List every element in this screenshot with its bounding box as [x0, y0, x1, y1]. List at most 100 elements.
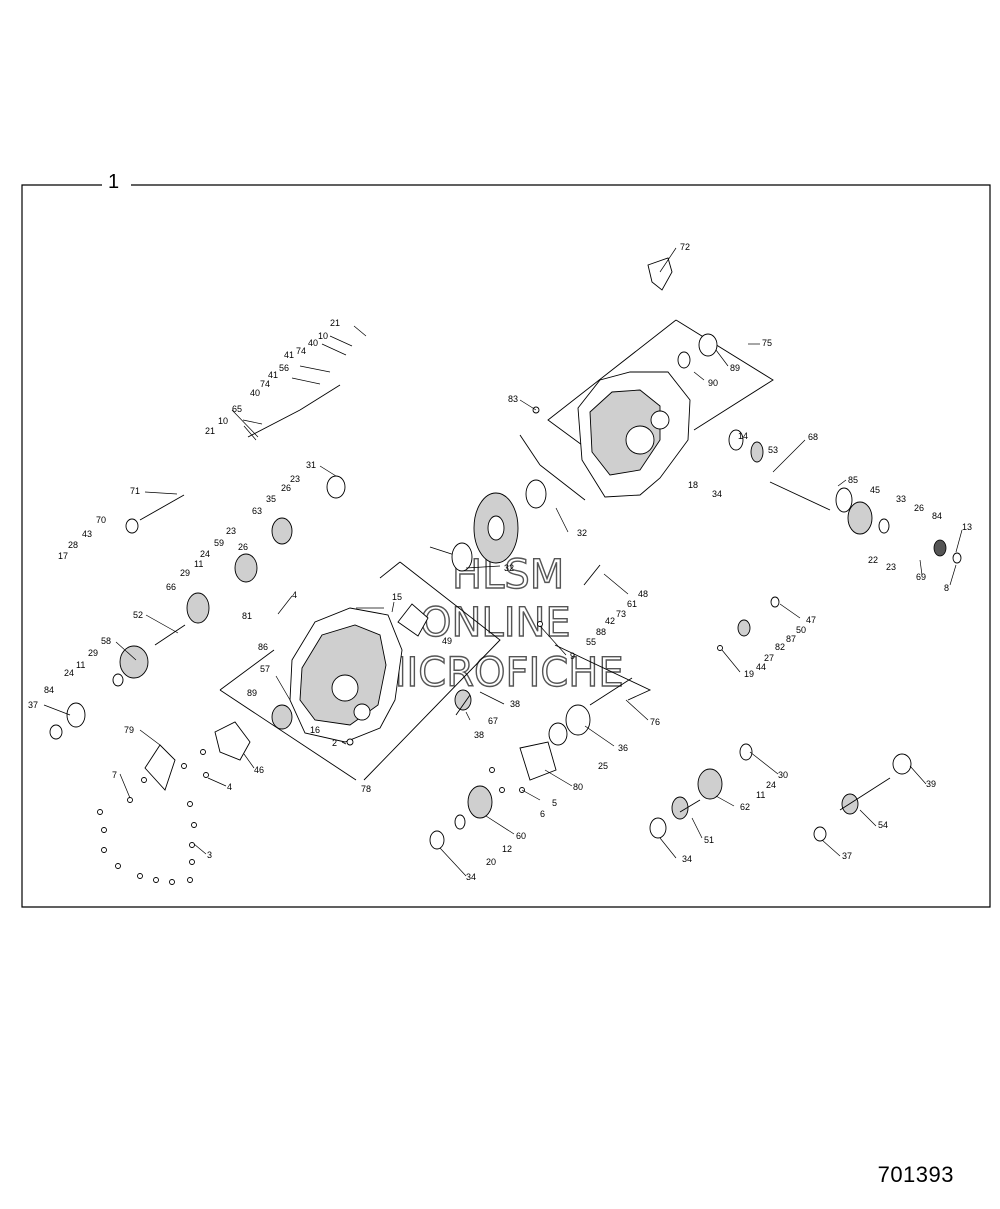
callout: 2	[332, 738, 337, 748]
callout: 5	[552, 798, 557, 808]
callout: 10	[218, 416, 228, 426]
callout: 71	[130, 486, 140, 496]
callout: 66	[166, 582, 176, 592]
callout: 20	[486, 857, 496, 867]
callout: 26	[914, 503, 924, 513]
callout: 38	[510, 699, 520, 709]
callout: 24	[766, 780, 776, 790]
callout-numbers: 21 10 40 74 41 56 41 74 40 65 10 21 72 7…	[28, 242, 972, 882]
callout: 75	[762, 338, 772, 348]
watermark-line-2: ONLINE	[420, 600, 571, 646]
callout: 84	[44, 685, 54, 695]
cover-46	[214, 721, 251, 761]
callout: 22	[868, 555, 878, 565]
callout: 27	[764, 653, 774, 663]
callout: 69	[916, 572, 926, 582]
callout: 4	[227, 782, 232, 792]
callout: 3	[207, 850, 212, 860]
callout: 63	[252, 506, 262, 516]
callout: 35	[266, 494, 276, 504]
callout: 86	[258, 642, 268, 652]
watermark-line-3: MICROFICHE	[372, 650, 624, 696]
callout: 87	[786, 634, 796, 644]
callout: 34	[466, 872, 476, 882]
callout: 19	[744, 669, 754, 679]
callout: 32	[577, 528, 587, 538]
callout: 53	[768, 445, 778, 455]
callout: 11	[756, 790, 765, 800]
callout: 73	[616, 609, 626, 619]
callout: 74	[260, 379, 270, 389]
frame-label: 1	[108, 171, 120, 193]
bracket-79	[144, 744, 176, 791]
gasket-15	[397, 603, 429, 637]
callout: 4	[292, 590, 297, 600]
callout: 28	[68, 540, 78, 550]
callout: 67	[488, 716, 498, 726]
callout: 51	[704, 835, 714, 845]
callout: 15	[392, 592, 402, 602]
callout: 33	[896, 494, 906, 504]
callout: 79	[124, 725, 134, 735]
callout: 8	[944, 583, 949, 593]
callout: 43	[82, 529, 92, 539]
plate-80	[519, 741, 557, 781]
callout: 7	[112, 770, 117, 780]
callout: 10	[318, 331, 328, 341]
callout: 89	[247, 688, 257, 698]
callout: 59	[214, 538, 224, 548]
callout: 32	[504, 563, 514, 573]
callout: 82	[775, 642, 785, 652]
callout: 24	[64, 668, 74, 678]
callout: 60	[516, 831, 526, 841]
callout: 41	[268, 370, 278, 380]
callout: 47	[806, 615, 816, 625]
transmission-housing-upper	[577, 371, 691, 498]
callout: 23	[886, 562, 896, 572]
fasteners	[97, 406, 723, 885]
callout: 45	[870, 485, 880, 495]
callout: 9	[570, 651, 575, 661]
callout: 42	[605, 616, 615, 626]
callout: 39	[926, 779, 936, 789]
callout: 44	[756, 662, 766, 672]
callout: 16	[310, 725, 320, 735]
callout: 83	[508, 394, 518, 404]
callout: 37	[28, 700, 38, 710]
callout: 26	[238, 542, 248, 552]
callout: 14	[738, 431, 748, 441]
callout: 40	[308, 338, 318, 348]
callout: 29	[88, 648, 98, 658]
callout: 57	[260, 664, 270, 674]
callout: 31	[306, 460, 316, 470]
callout: 34	[682, 854, 692, 864]
callout: 37	[842, 851, 852, 861]
callout: 65	[232, 404, 242, 414]
callout: 58	[101, 636, 111, 646]
callout: 48	[638, 589, 648, 599]
callout: 38	[474, 730, 484, 740]
callout: 41	[284, 350, 294, 360]
callout: 62	[740, 802, 750, 812]
callout: 18	[688, 480, 698, 490]
callout: 21	[330, 318, 340, 328]
drawing-number: 701393	[877, 1162, 954, 1187]
callout: 85	[848, 475, 858, 485]
callout: 68	[808, 432, 818, 442]
callout: 34	[712, 489, 722, 499]
callout: 61	[627, 599, 637, 609]
callout: 17	[58, 551, 68, 561]
callout: 54	[878, 820, 888, 830]
callout: 55	[586, 637, 596, 647]
callout: 21	[205, 426, 215, 436]
bracket-72	[647, 257, 673, 291]
diagram-frame	[21, 184, 991, 908]
callout: 13	[962, 522, 972, 532]
callout: 56	[279, 363, 289, 373]
callout: 36	[618, 743, 628, 753]
callout: 70	[96, 515, 106, 525]
shafts	[139, 384, 891, 813]
callout: 26	[281, 483, 291, 493]
callout: 11	[194, 559, 203, 569]
